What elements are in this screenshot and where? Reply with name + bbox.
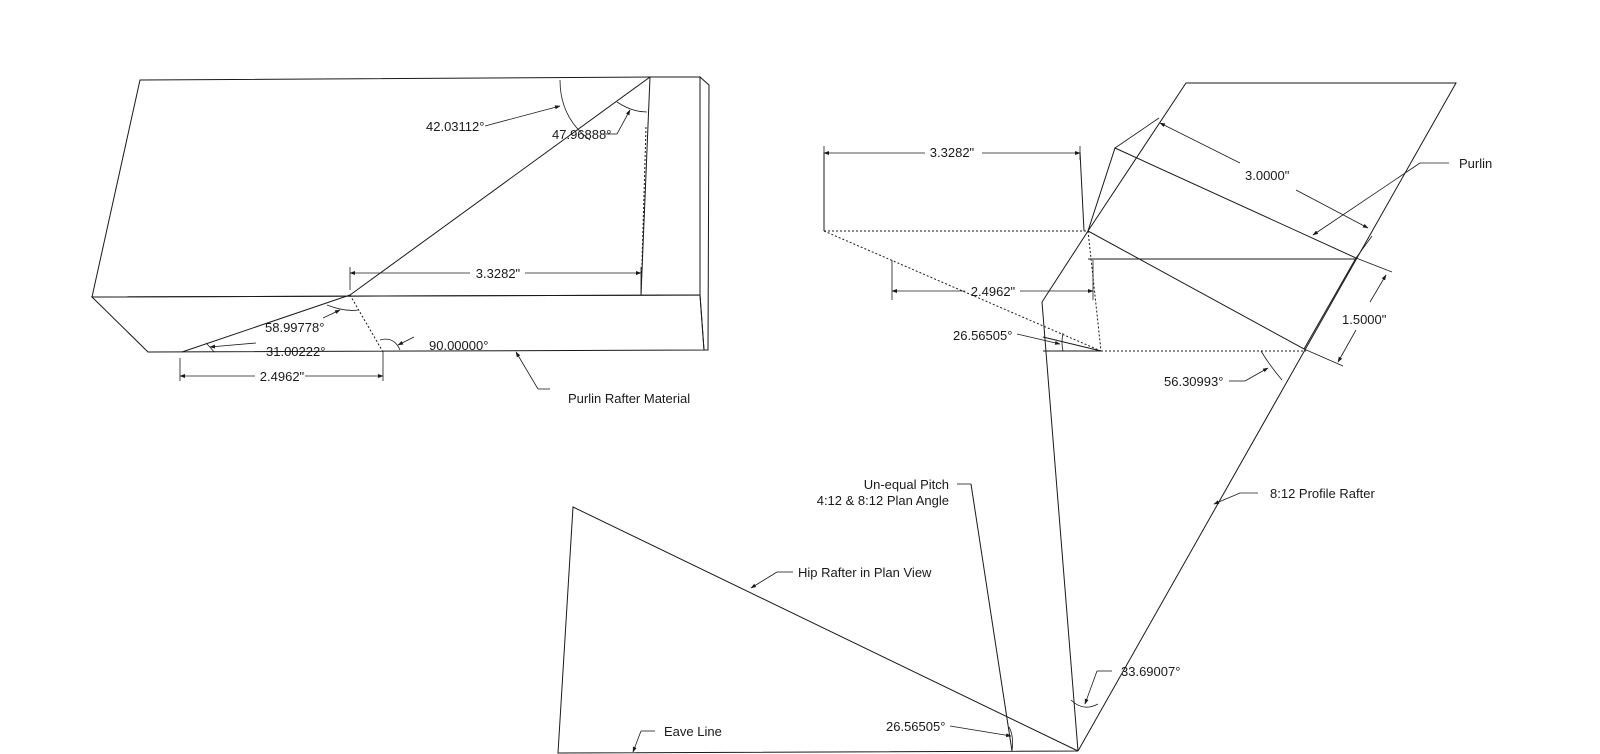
dim-depth-ext-bottom bbox=[1303, 348, 1344, 367]
arc-profile-angle bbox=[1070, 699, 1099, 708]
dim-depth-line-b bbox=[1337, 329, 1357, 363]
label-angle-42: 42.03112° bbox=[426, 119, 484, 134]
label-rafter-material: Purlin Rafter Material bbox=[568, 391, 690, 406]
label-dim-lower: 2.4962" bbox=[971, 284, 1016, 299]
block-hidden-line-side bbox=[349, 294, 384, 353]
block-side-cut bbox=[181, 294, 351, 353]
label-angle-31: 31.00222° bbox=[266, 344, 325, 359]
block-top-edge-divider bbox=[640, 76, 651, 296]
block-side-face bbox=[90, 294, 705, 353]
label-pitch-line1: Un-equal Pitch bbox=[864, 477, 949, 492]
dim-width-line-a bbox=[1159, 122, 1241, 164]
block-diagonal-cut bbox=[349, 76, 651, 296]
pitch-line bbox=[970, 483, 1013, 752]
dim-width-line-b bbox=[1295, 189, 1369, 229]
arc-plan-small bbox=[1061, 332, 1064, 352]
purlin-section bbox=[1087, 147, 1357, 350]
dim-depth-ext-top bbox=[1355, 257, 1393, 273]
box-right-edge bbox=[1079, 151, 1085, 232]
label-dim-bottom: 2.4962" bbox=[260, 369, 305, 384]
label-angle-plan-small: 26.56505° bbox=[953, 328, 1012, 343]
leader-31-deg bbox=[209, 342, 257, 349]
hip-upper-segment bbox=[1041, 230, 1089, 303]
arc-31-deg bbox=[205, 342, 215, 353]
leader-plan-angle bbox=[949, 725, 1012, 738]
block-top-face bbox=[91, 76, 701, 298]
arc-90-deg bbox=[379, 338, 401, 351]
profile-rafter-outline bbox=[1077, 82, 1457, 752]
block-hidden-line-right bbox=[640, 126, 647, 296]
label-angle-purlin: 56.30993° bbox=[1164, 374, 1223, 389]
leader-58-deg bbox=[322, 309, 341, 319]
dim-depth-line-a bbox=[1369, 274, 1387, 303]
leader-47-deg-b bbox=[616, 109, 631, 135]
label-angle-47: 47.96888° bbox=[552, 127, 611, 142]
label-angle-90: 90.00000° bbox=[429, 338, 488, 353]
leader-purlin-angle-b bbox=[1244, 367, 1269, 382]
box-hidden-mid bbox=[1087, 230, 1102, 352]
arc-42-deg bbox=[559, 79, 591, 141]
label-dim-width: 3.0000" bbox=[1245, 168, 1290, 183]
label-hip-rafter: Hip Rafter in Plan View bbox=[798, 565, 932, 580]
layout-drawing: 3.3282" 2.4962" 26.56505° 3.0000" Purlin… bbox=[557, 82, 1492, 754]
leader-90-deg bbox=[397, 336, 415, 346]
arc-purlin-angle bbox=[1260, 350, 1283, 381]
dim-width-ext-bottom bbox=[1355, 235, 1373, 259]
leader-hip-b bbox=[750, 571, 778, 589]
label-dim-upper: 3.3282" bbox=[930, 145, 975, 160]
arc-58-deg bbox=[326, 304, 359, 311]
label-pitch-line2: 4:12 & 8:12 Plan Angle bbox=[817, 493, 949, 508]
label-profile-rafter: 8:12 Profile Rafter bbox=[1270, 486, 1375, 501]
leader-profile-b bbox=[1213, 492, 1241, 505]
leader-profile-angle-b bbox=[1084, 670, 1098, 705]
label-angle-profile: 33.69007° bbox=[1121, 664, 1180, 679]
label-dim-depth: 1.5000" bbox=[1342, 312, 1387, 327]
leader-eave-b bbox=[632, 730, 642, 753]
hip-vertical-line bbox=[1041, 301, 1079, 752]
rafter-material-block: 42.03112° 47.96888° 3.3282" 58.99778° 31… bbox=[90, 75, 710, 406]
leader-42-deg bbox=[484, 105, 561, 127]
label-dim-top: 3.3282" bbox=[476, 266, 521, 281]
arc-47-deg bbox=[616, 101, 648, 113]
block-end-face bbox=[699, 75, 710, 351]
leader-purlin-b bbox=[1312, 162, 1421, 236]
leader-material-b bbox=[515, 351, 539, 390]
label-angle-plan: 26.56505° bbox=[886, 719, 945, 734]
dim-width-ext-top bbox=[1114, 117, 1160, 149]
label-eave-line: Eave Line bbox=[664, 724, 722, 739]
plan-angle-line bbox=[1042, 336, 1102, 352]
label-angle-58: 58.99778° bbox=[265, 320, 324, 335]
leader-plan-small bbox=[1016, 333, 1061, 345]
arc-plan-angle bbox=[1008, 726, 1013, 752]
label-purlin: Purlin bbox=[1459, 156, 1492, 171]
plan-triangle bbox=[557, 506, 1079, 754]
